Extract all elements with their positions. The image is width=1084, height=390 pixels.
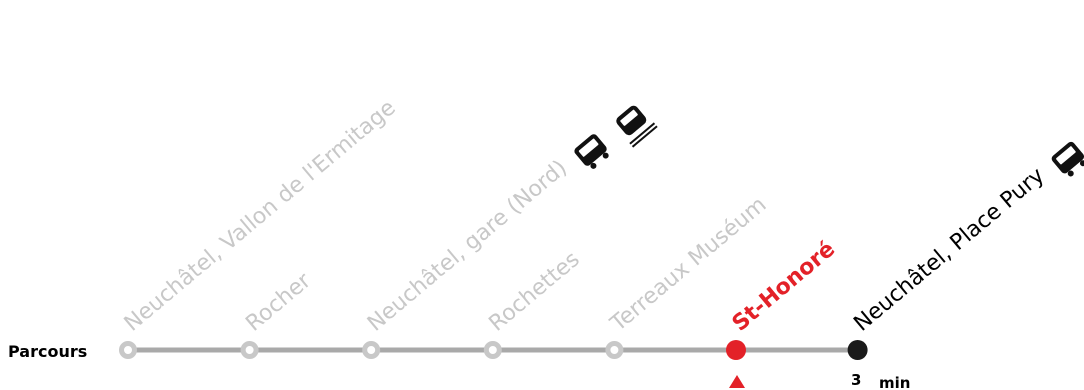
- stop-item: St-Honoré: [726, 237, 840, 360]
- stop-marker: [483, 341, 502, 359]
- stop-item: Neuchâtel, gare (Nord): [362, 155, 572, 359]
- stop-marker: [240, 341, 259, 359]
- stop-item: Rocher: [240, 268, 317, 359]
- stop-item: Rochettes: [483, 247, 585, 359]
- transport-icons: [574, 105, 1084, 177]
- next-stop-time-unit: min: [879, 374, 910, 390]
- current-position-marker: [729, 375, 745, 388]
- stop-name: Rochettes: [485, 247, 585, 337]
- stop-marker: [362, 341, 381, 359]
- stop-item: Neuchâtel, Place Pury: [847, 163, 1049, 360]
- route-label: Parcours: [8, 342, 87, 361]
- bus-icon: [574, 134, 609, 169]
- stop-marker: [119, 341, 137, 359]
- current-stop-marker: [726, 340, 746, 360]
- stop-marker: [605, 341, 624, 359]
- train-icon: [616, 105, 658, 148]
- stop-name: Rocher: [241, 268, 316, 337]
- next-stop-time-value: 3: [851, 371, 861, 389]
- next-stop-marker: [847, 340, 868, 360]
- stop-name: St-Honoré: [728, 237, 840, 337]
- bus-icon: [1051, 141, 1084, 177]
- stop-name: Neuchâtel, Place Pury: [849, 163, 1049, 336]
- stop-name: Neuchâtel, gare (Nord): [363, 155, 572, 336]
